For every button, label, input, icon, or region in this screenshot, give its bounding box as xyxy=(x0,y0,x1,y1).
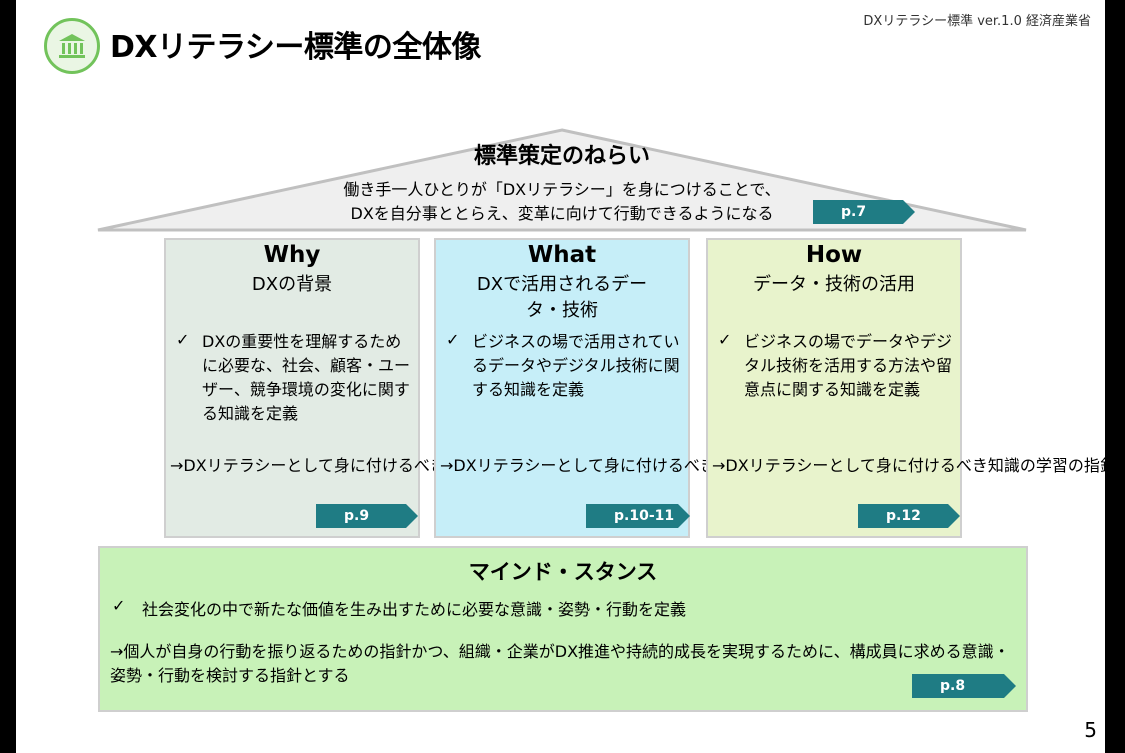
aim-title: 標準策定のねらい xyxy=(473,144,650,169)
pillar-how: How データ・技術の活用 ✓ ビジネスの場でデータやデジタル技術を活用する方法… xyxy=(706,238,1105,538)
pillar-guideline: →DXリテラシーとして身に付けるべき知識の学習の指針とする xyxy=(440,456,892,475)
slide: DXリテラシー標準の全体像 DXリテラシー標準 ver.1.0 経済産業省 標準… xyxy=(16,0,1105,753)
pillar-what: What DXで活用されるデータ・技術 ✓ ビジネスの場で活用されているデータや… xyxy=(434,238,892,538)
mind-stance-section: マインド・スタンス ✓ 社会変化の中で新たな価値を生み出すために必要な意識・姿勢… xyxy=(98,546,1028,712)
checkmark-icon: ✓ xyxy=(112,596,126,615)
pillar-how-page-link[interactable]: p.12 xyxy=(858,504,960,528)
pillar-description: ビジネスの場でデータやデジタル技術を活用する方法や留意点に関する知識を定義 xyxy=(744,332,953,399)
aim-page-link[interactable]: p.7 xyxy=(813,200,915,224)
pillar-heading: What xyxy=(527,242,597,268)
pillar-why-page-link[interactable]: p.9 xyxy=(316,504,418,528)
pillar-what-page-link[interactable]: p.10-11 xyxy=(586,504,690,528)
aim-text-line2: DXを自分事ととらえ、変革に向けて行動できるようになる xyxy=(350,204,774,223)
institution-building-icon xyxy=(44,18,100,74)
roof-shape xyxy=(97,128,1027,232)
pillar-subtitle: データ・技術の活用 xyxy=(753,274,915,295)
aim-text-line1: 働き手一人ひとりが「DXリテラシー」を身につけることで、 xyxy=(343,180,781,199)
page-title: DXリテラシー標準の全体像 xyxy=(110,30,481,65)
mind-stance-description: 社会変化の中で新たな価値を生み出すために必要な意識・姿勢・行動を定義 xyxy=(142,600,687,619)
pillar-description: DXの重要性を理解するために必要な、社会、顧客・ユーザー、競争環境の変化に関する… xyxy=(202,332,411,423)
checkmark-icon: ✓ xyxy=(176,330,190,349)
pillar-guideline: →DXリテラシーとして身に付けるべき知識の学習の指針とする xyxy=(170,456,622,475)
pillar-heading: Why xyxy=(263,242,321,268)
pillar-heading: How xyxy=(805,242,863,268)
pillar-subtitle: DXで活用されるデータ・技術 xyxy=(476,274,648,321)
pillar-subtitle: DXの背景 xyxy=(251,274,333,295)
mind-stance-page-link[interactable]: p.8 xyxy=(912,674,1016,698)
pillar-why: Why DXの背景 ✓ DXの重要性を理解するために必要な、社会、顧客・ユーザー… xyxy=(164,238,622,538)
mind-stance-title: マインド・スタンス xyxy=(468,560,658,584)
page-number: 5 xyxy=(1084,718,1097,742)
mind-stance-guideline: →個人が自身の行動を振り返るための指針かつ、組織・企業がDX推進や持続的成長を実… xyxy=(110,642,1010,685)
checkmark-icon: ✓ xyxy=(446,330,460,349)
checkmark-icon: ✓ xyxy=(718,330,732,349)
pillar-guideline: →DXリテラシーとして身に付けるべき知識の学習の指針とする xyxy=(712,456,1105,475)
pillar-description: ビジネスの場で活用されているデータやデジタル技術に関する知識を定義 xyxy=(472,332,680,399)
document-info: DXリテラシー標準 ver.1.0 経済産業省 xyxy=(863,14,1091,29)
